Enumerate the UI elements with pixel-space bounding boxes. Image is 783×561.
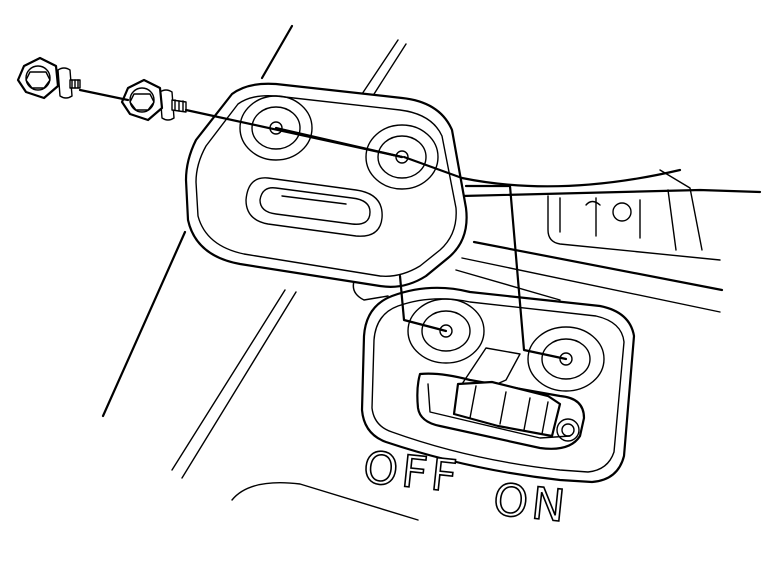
alignment-leader-lines [78,88,568,361]
switch-cover [184,82,468,288]
switch-lever [416,347,586,450]
flange-bolt-icon [120,78,187,122]
switch-label-off: OFF [361,442,463,503]
switch-label-on: ON [491,474,571,533]
engine-body-panel [455,168,762,313]
flange-bolt-icon [16,56,81,100]
housing-outline [101,24,419,521]
